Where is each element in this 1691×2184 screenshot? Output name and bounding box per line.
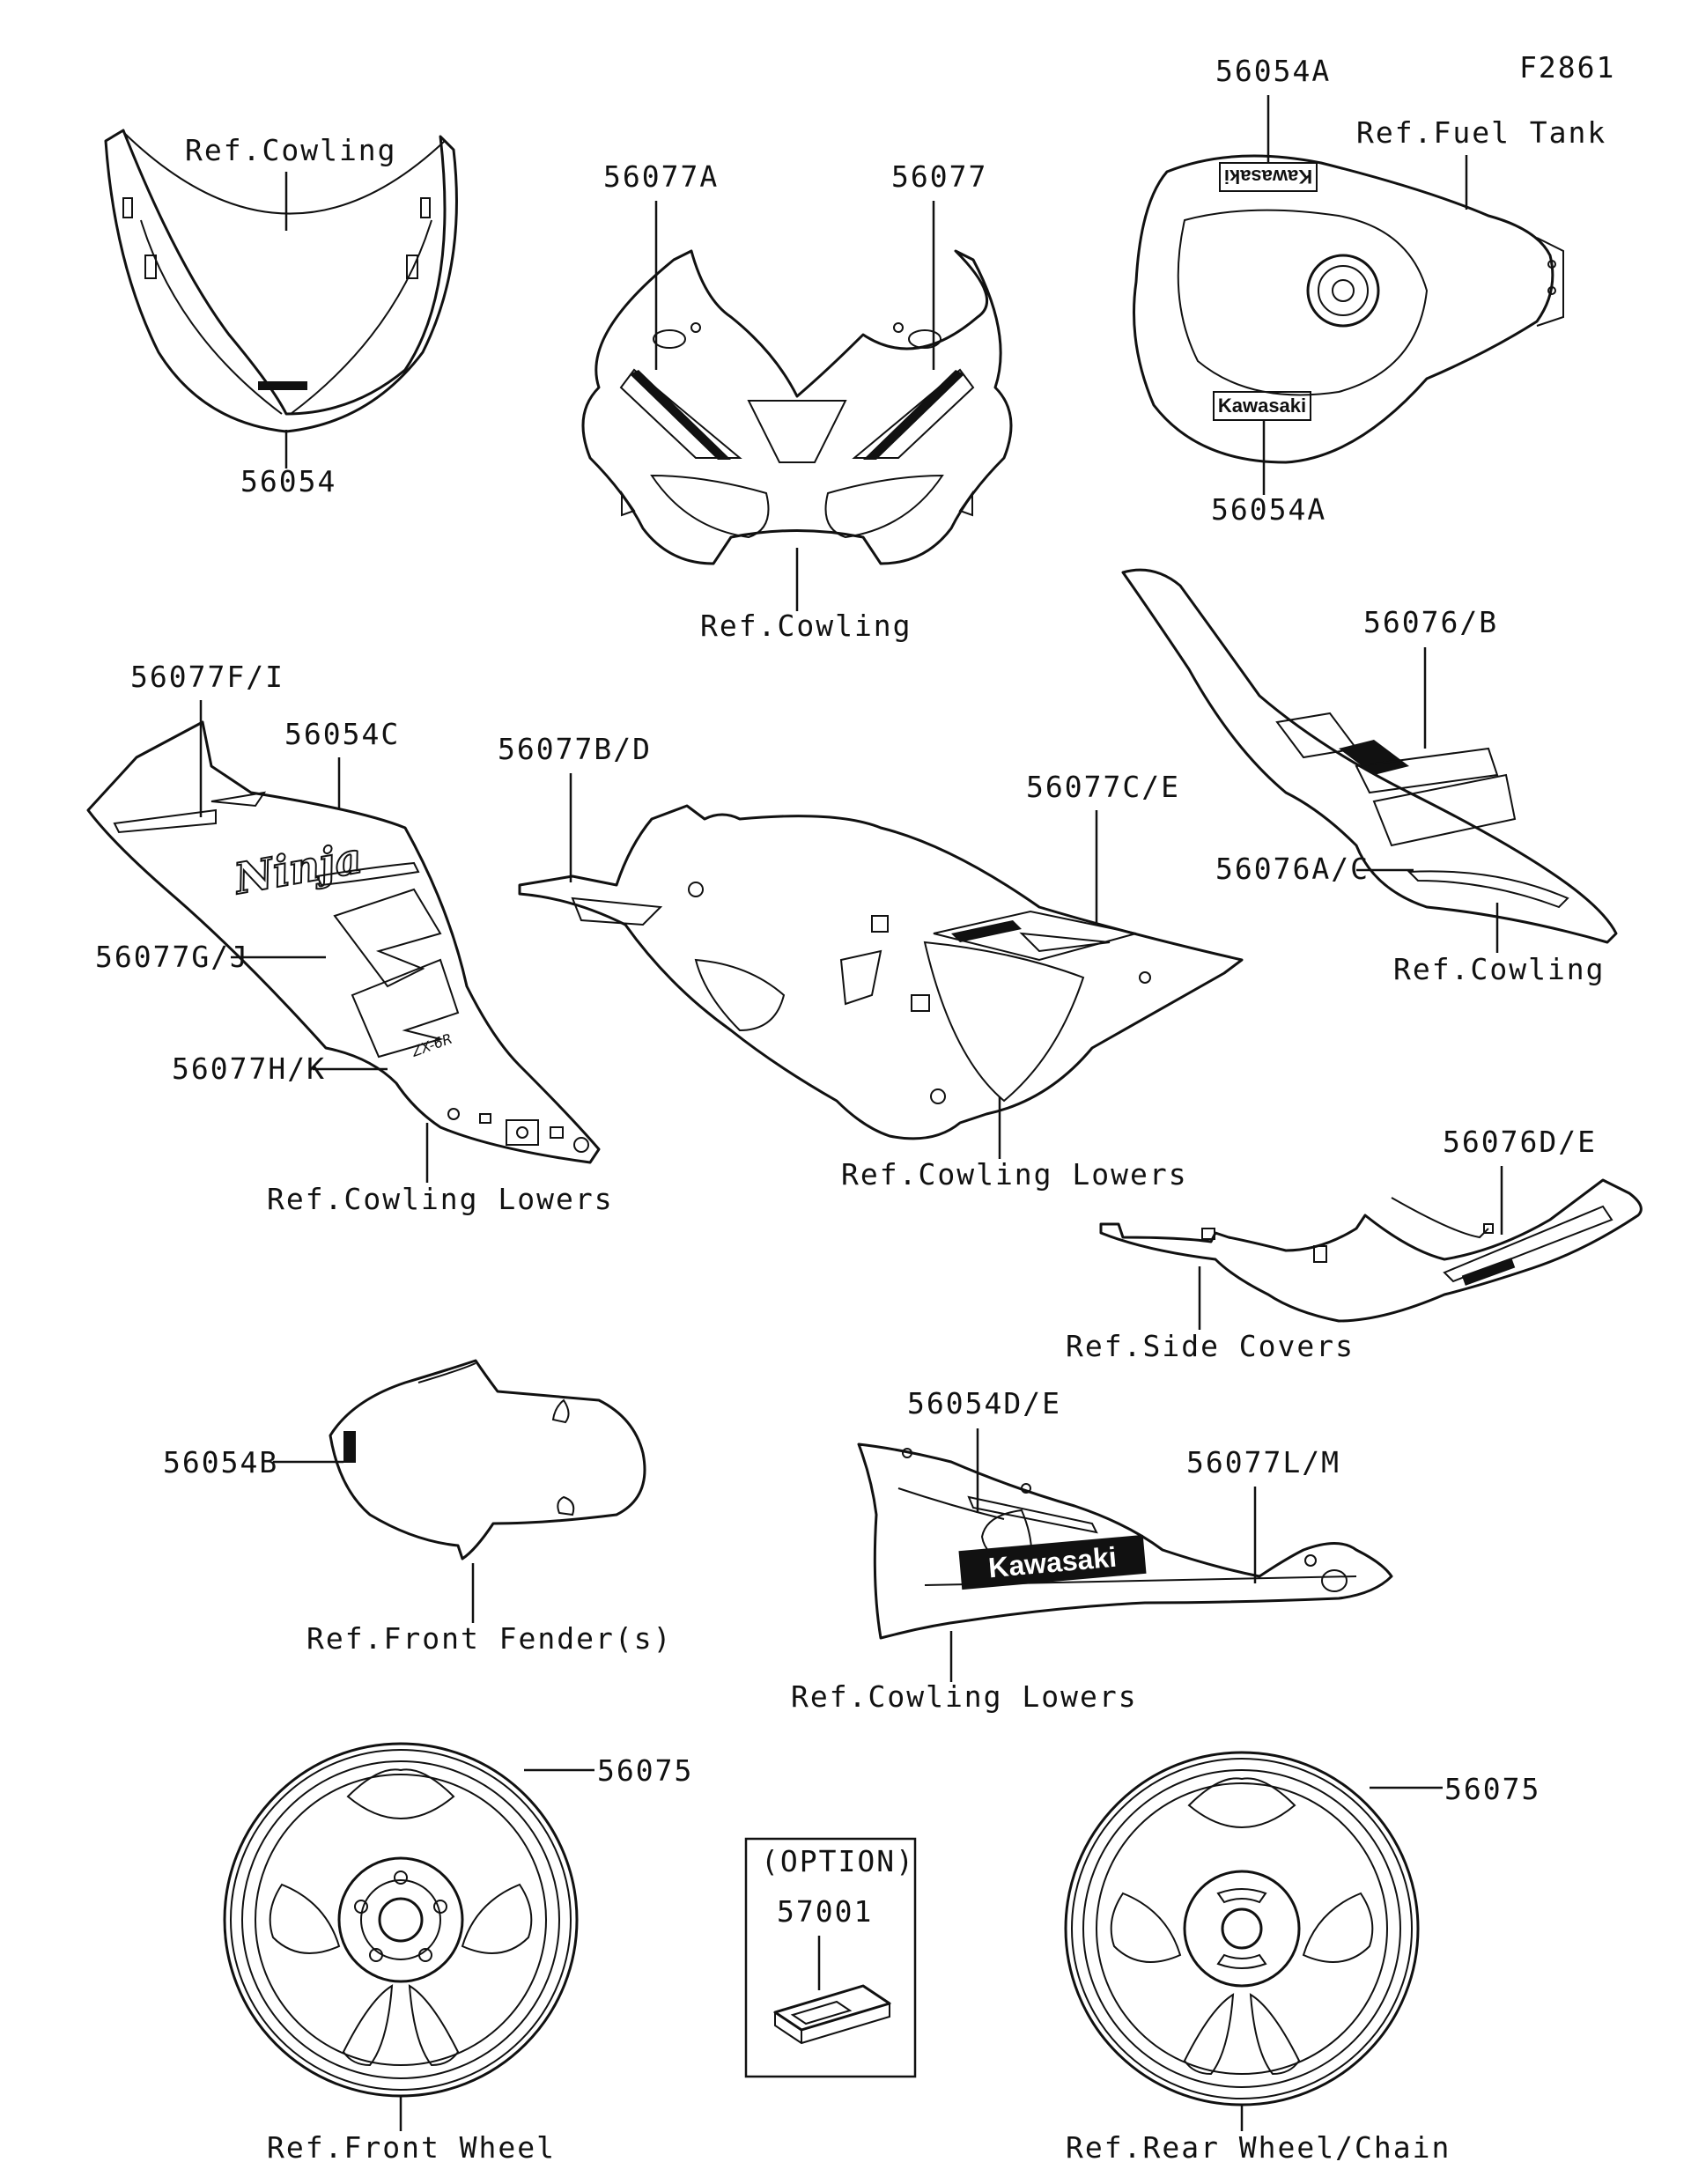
label-56054: 56054 (240, 464, 336, 498)
label-ref-rear-wheel: Ref.Rear Wheel/Chain (1066, 2130, 1451, 2165)
label-57001: 57001 (777, 1894, 873, 1929)
svg-text:ZX-6R: ZX-6R (409, 1030, 454, 1060)
label-ref-front-fender: Ref.Front Fender(s) (306, 1621, 673, 1656)
label-56075-right: 56075 (1444, 1772, 1540, 1806)
label-ref-cowling-right: Ref.Cowling (1393, 952, 1606, 986)
ninja-decal: Ninja (229, 833, 366, 904)
front-wheel-part (223, 1742, 579, 2098)
side-cover-decal (1461, 1258, 1516, 1286)
rear-wheel-part (1064, 1751, 1420, 2107)
fender-decal (343, 1431, 356, 1463)
label-ref-cowling-lowers-bottom: Ref.Cowling Lowers (791, 1679, 1138, 1714)
figure-id: F2861 (1519, 50, 1615, 85)
label-ref-cowling-lowers-mid: Ref.Cowling Lowers (841, 1157, 1188, 1192)
side-covers-part (1099, 1178, 1643, 1323)
tank-decal-bottom-text: Kawasaki (1218, 395, 1306, 417)
tank-decal-bottom (1213, 391, 1311, 421)
label-option: (OPTION) (761, 1844, 915, 1878)
label-ref-cowling-mid: Ref.Cowling (700, 609, 912, 643)
label-56054DE: 56054D/E (907, 1386, 1061, 1420)
label-56054C: 56054C (284, 717, 400, 751)
label-56054B: 56054B (163, 1445, 278, 1479)
option-box (744, 1837, 917, 2078)
fuel-tank-part: Kawasaki Kawasaki (1133, 154, 1564, 464)
label-56077CE: 56077C/E (1026, 770, 1180, 804)
label-56075-left: 56075 (597, 1753, 693, 1788)
label-56076DE: 56076D/E (1443, 1125, 1597, 1159)
tank-decal-top-text: Kawasaki (1224, 166, 1312, 188)
label-56077LM: 56077L/M (1186, 1445, 1340, 1479)
label-56076AC: 56076A/C (1215, 852, 1370, 886)
upper-cowling-part (581, 249, 1013, 565)
label-56077HK: 56077H/K (172, 1051, 326, 1086)
label-56054A-bottom: 56054A (1211, 492, 1326, 527)
label-ref-cowling-lowers-left: Ref.Cowling Lowers (267, 1182, 614, 1216)
label-ref-side-covers: Ref.Side Covers (1066, 1329, 1355, 1363)
windscreen-decal (258, 381, 307, 390)
lower-cowling-decal (958, 1534, 1147, 1590)
label-56077: 56077 (891, 159, 987, 194)
front-fender-part (329, 1359, 646, 1561)
label-ref-cowling-top: Ref.Cowling (185, 133, 397, 167)
tail-cowling-part (1121, 568, 1618, 944)
label-ref-fuel-tank: Ref.Fuel Tank (1356, 115, 1606, 150)
label-56077FI: 56077F/I (130, 660, 284, 694)
emblem-57001-part (773, 1984, 891, 2045)
windscreen-part (104, 129, 458, 433)
lower-cowling-part: Kawasaki (857, 1442, 1393, 1640)
label-56077GJ: 56077G/J (95, 940, 249, 974)
label-ref-front-wheel: Ref.Front Wheel (267, 2130, 556, 2165)
label-56077BD: 56077B/D (498, 732, 652, 766)
label-56054A-top: 56054A (1215, 54, 1331, 88)
inner-fairing-part (518, 804, 1244, 1140)
label-56077A: 56077A (603, 159, 719, 194)
label-56076B: 56076/B (1363, 605, 1498, 639)
